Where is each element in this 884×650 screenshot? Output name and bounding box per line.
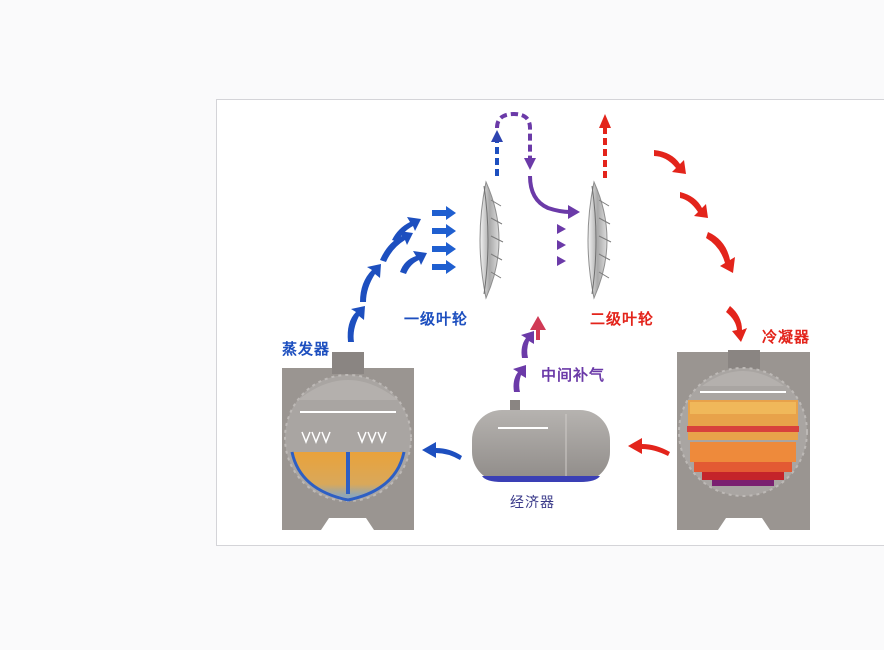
return-flow bbox=[422, 438, 670, 460]
evaporator-liquid-rim bbox=[290, 451, 406, 502]
economizer-liquid bbox=[482, 476, 600, 482]
curved-arrow-icon bbox=[380, 231, 413, 262]
arrow-right-icon bbox=[432, 206, 456, 220]
arrow-right-icon bbox=[432, 260, 456, 274]
stage2-inlet-arrows bbox=[557, 224, 566, 266]
arrow-right-icon bbox=[432, 242, 456, 256]
arrow-down-icon bbox=[524, 158, 536, 170]
condenser-label: 冷凝器 bbox=[762, 328, 811, 346]
arrow-right-icon bbox=[432, 224, 456, 238]
evaporator bbox=[282, 352, 414, 530]
evaporator-label: 蒸发器 bbox=[282, 340, 331, 358]
blue-flow-arrows bbox=[347, 217, 427, 342]
curved-arrow-icon bbox=[360, 264, 381, 302]
arrow-up-icon bbox=[599, 114, 611, 128]
curved-arrow-icon bbox=[680, 192, 708, 218]
economizer-body bbox=[472, 410, 610, 482]
stage2-impeller bbox=[587, 180, 612, 300]
curved-arrow-icon bbox=[400, 251, 427, 274]
arrow-right-icon bbox=[568, 205, 580, 219]
arrow-right-icon bbox=[557, 224, 566, 234]
evaporator-inlet-pipe bbox=[332, 352, 364, 374]
curved-arrow-icon bbox=[726, 306, 747, 342]
stage1-impeller bbox=[479, 180, 504, 300]
economizer bbox=[472, 400, 610, 482]
curved-arrow-icon bbox=[513, 365, 526, 392]
evaporator-bubbles bbox=[301, 431, 387, 445]
economizer-label: 经济器 bbox=[510, 495, 555, 511]
intermediate-injection-arrows bbox=[513, 316, 546, 392]
curved-arrow-icon bbox=[706, 232, 735, 273]
curved-arrow-icon bbox=[392, 217, 421, 242]
curved-arrow-icon bbox=[422, 442, 462, 460]
arrow-up-icon bbox=[491, 130, 503, 142]
arrow-right-icon bbox=[557, 240, 566, 250]
curved-arrow-icon bbox=[347, 306, 365, 342]
arrow-up-icon bbox=[530, 316, 546, 340]
curved-arrow-icon bbox=[521, 331, 534, 358]
condenser-hot-bands bbox=[687, 400, 799, 486]
arrow-right-icon bbox=[557, 256, 566, 266]
curved-arrow-icon bbox=[654, 150, 686, 174]
condenser-inlet-pipe bbox=[728, 350, 760, 370]
stage1-impeller-label: 一级叶轮 bbox=[404, 310, 469, 328]
curved-arrow-icon bbox=[628, 438, 670, 456]
red-flow bbox=[599, 114, 747, 342]
condenser-dome bbox=[702, 371, 784, 386]
stage2-impeller-label: 二级叶轮 bbox=[590, 310, 655, 328]
stage1-inlet-arrows bbox=[432, 206, 456, 274]
evaporator-dome bbox=[298, 380, 398, 400]
condenser bbox=[677, 350, 810, 530]
intermediate-injection-label: 中间补气 bbox=[541, 366, 606, 384]
crossover-flow bbox=[491, 111, 580, 219]
economizer-outlet-pipe bbox=[510, 400, 520, 412]
